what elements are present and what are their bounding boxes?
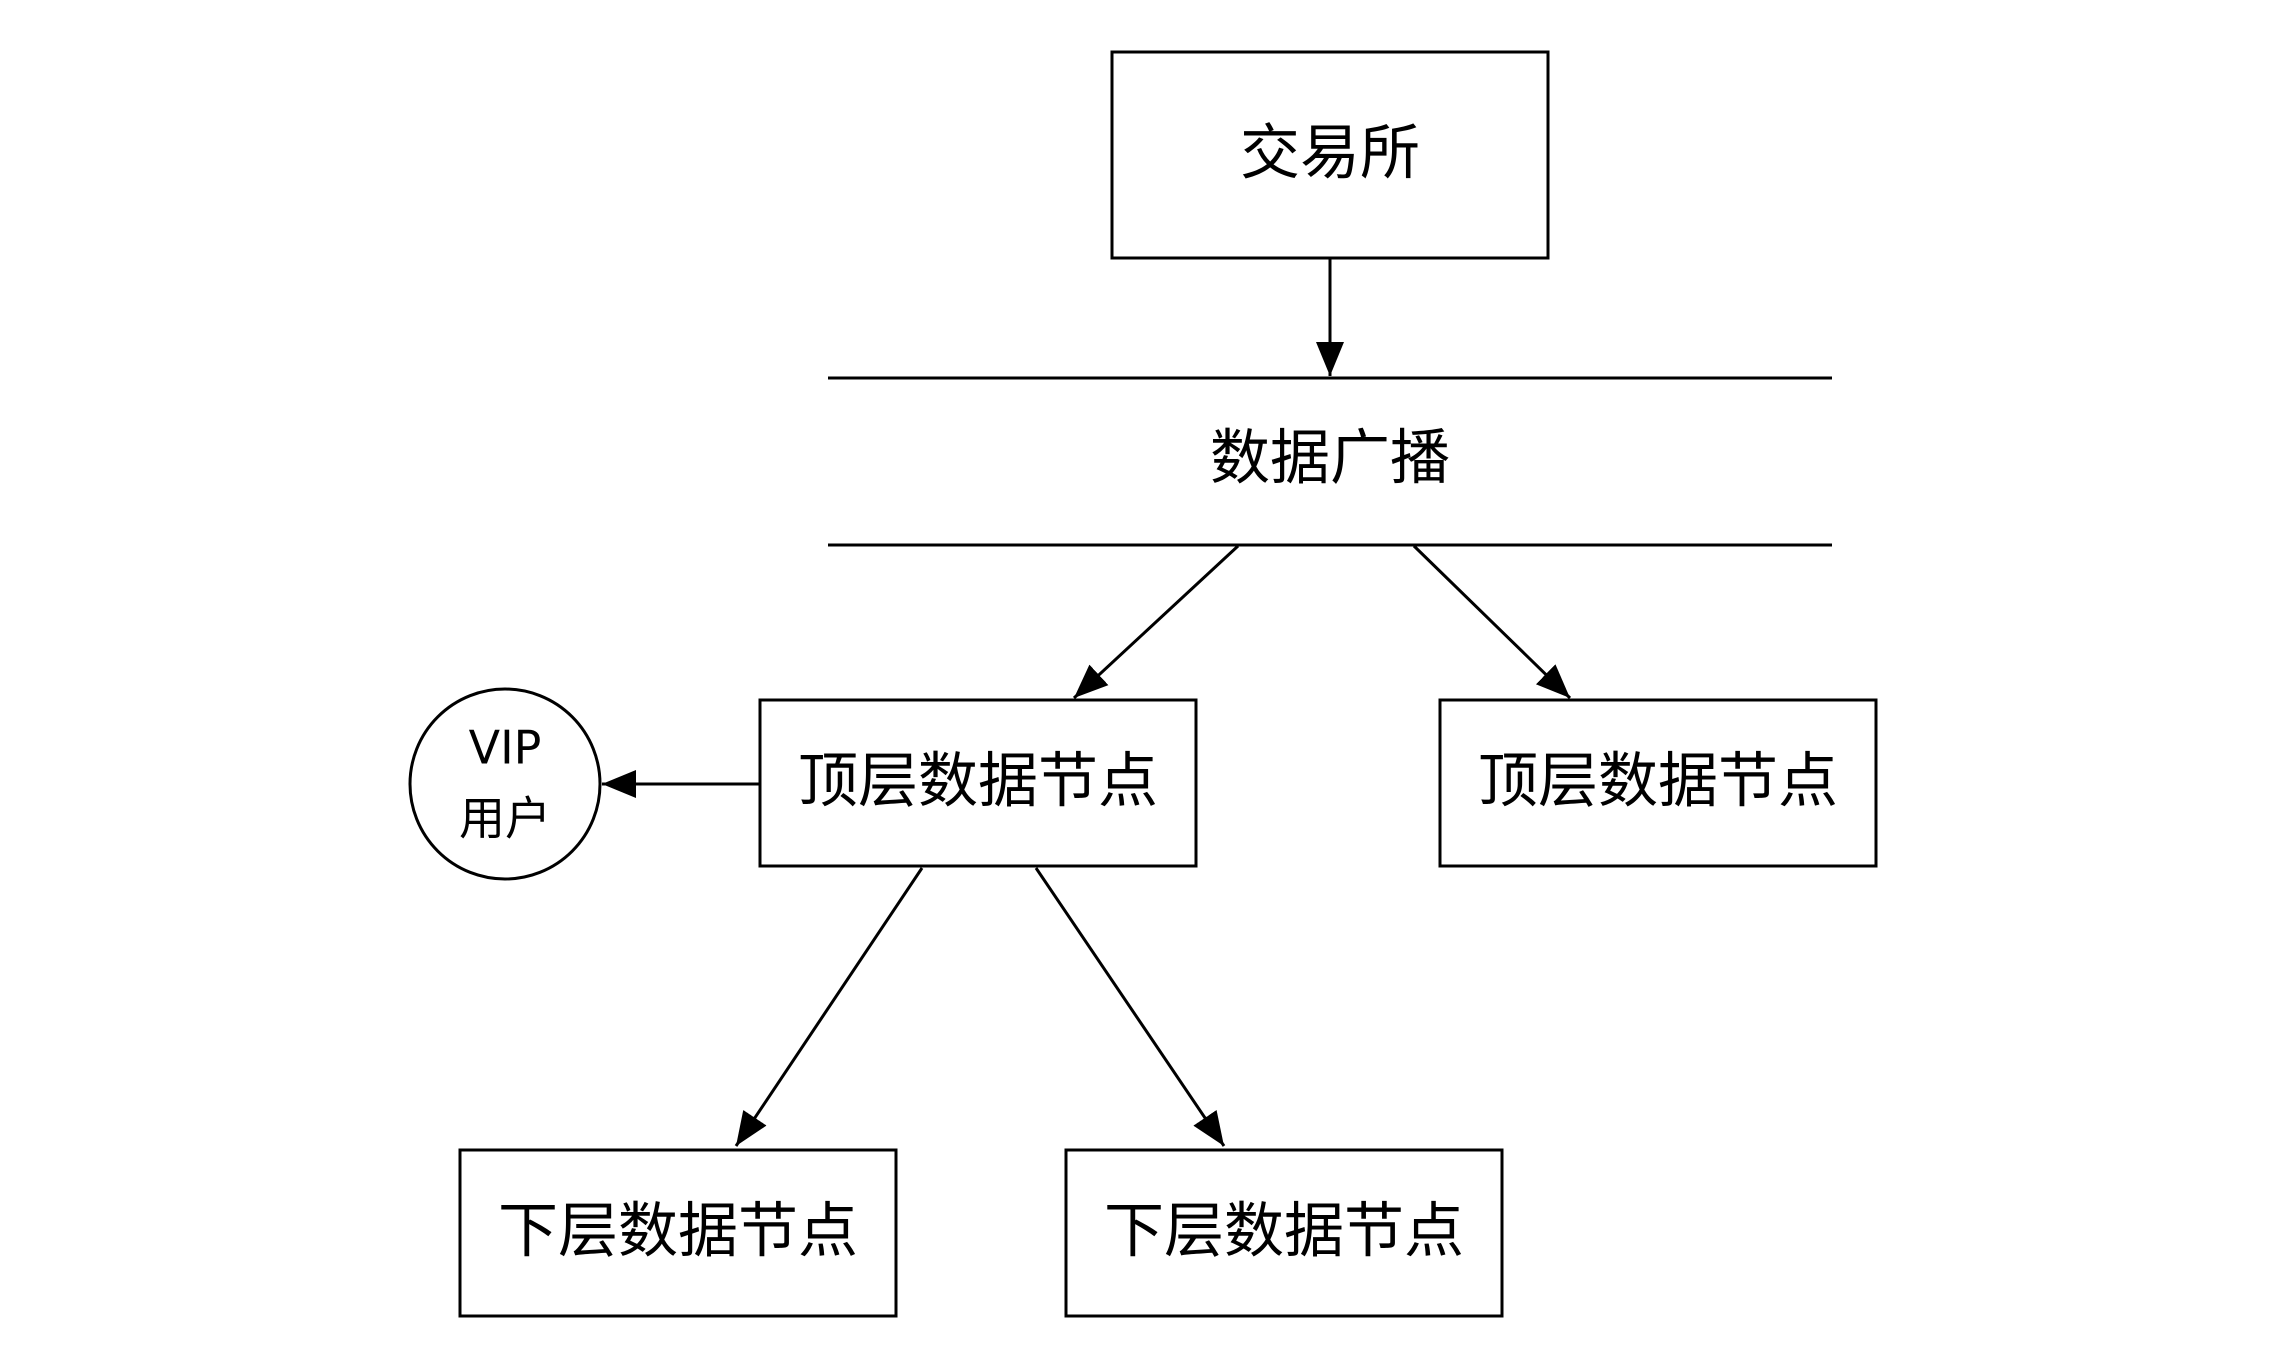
top-node-left-label: 顶层数据节点 — [798, 747, 1158, 817]
exchange-node: 交易所 — [1110, 50, 1550, 260]
arrow-broadcast-to-top-left — [1072, 544, 1240, 700]
top-node-right-label: 顶层数据节点 — [1478, 747, 1838, 817]
arrow-top-left-to-lower-left — [734, 867, 924, 1147]
arrow-broadcast-to-top-right — [1412, 544, 1572, 700]
exchange-label: 交易所 — [1240, 119, 1420, 189]
broadcast-node: 数据广播 — [828, 376, 1832, 547]
broadcast-label: 数据广播 — [1210, 424, 1450, 494]
lower-data-node-left: 下层数据节点 — [458, 1148, 898, 1318]
top-data-node-left: 顶层数据节点 — [758, 698, 1198, 868]
vip-user-circle — [408, 687, 602, 881]
top-data-node-right: 顶层数据节点 — [1438, 698, 1878, 868]
top-node-right-box — [1438, 698, 1878, 868]
lower-node-right-label: 下层数据节点 — [1104, 1197, 1464, 1267]
lower-data-node-right: 下层数据节点 — [1064, 1148, 1504, 1318]
lower-node-left-label: 下层数据节点 — [498, 1197, 858, 1267]
vip-user-node: VIP 用户 — [408, 687, 602, 881]
lower-node-right-box — [1064, 1148, 1504, 1318]
exchange-box — [1110, 50, 1550, 260]
vip-label-line1: VIP — [469, 721, 542, 775]
arrow-top-left-to-lower-right — [1034, 867, 1226, 1147]
top-node-left-box — [758, 698, 1198, 868]
vip-label-line2: 用户 — [459, 792, 551, 846]
lower-node-left-box — [458, 1148, 898, 1318]
